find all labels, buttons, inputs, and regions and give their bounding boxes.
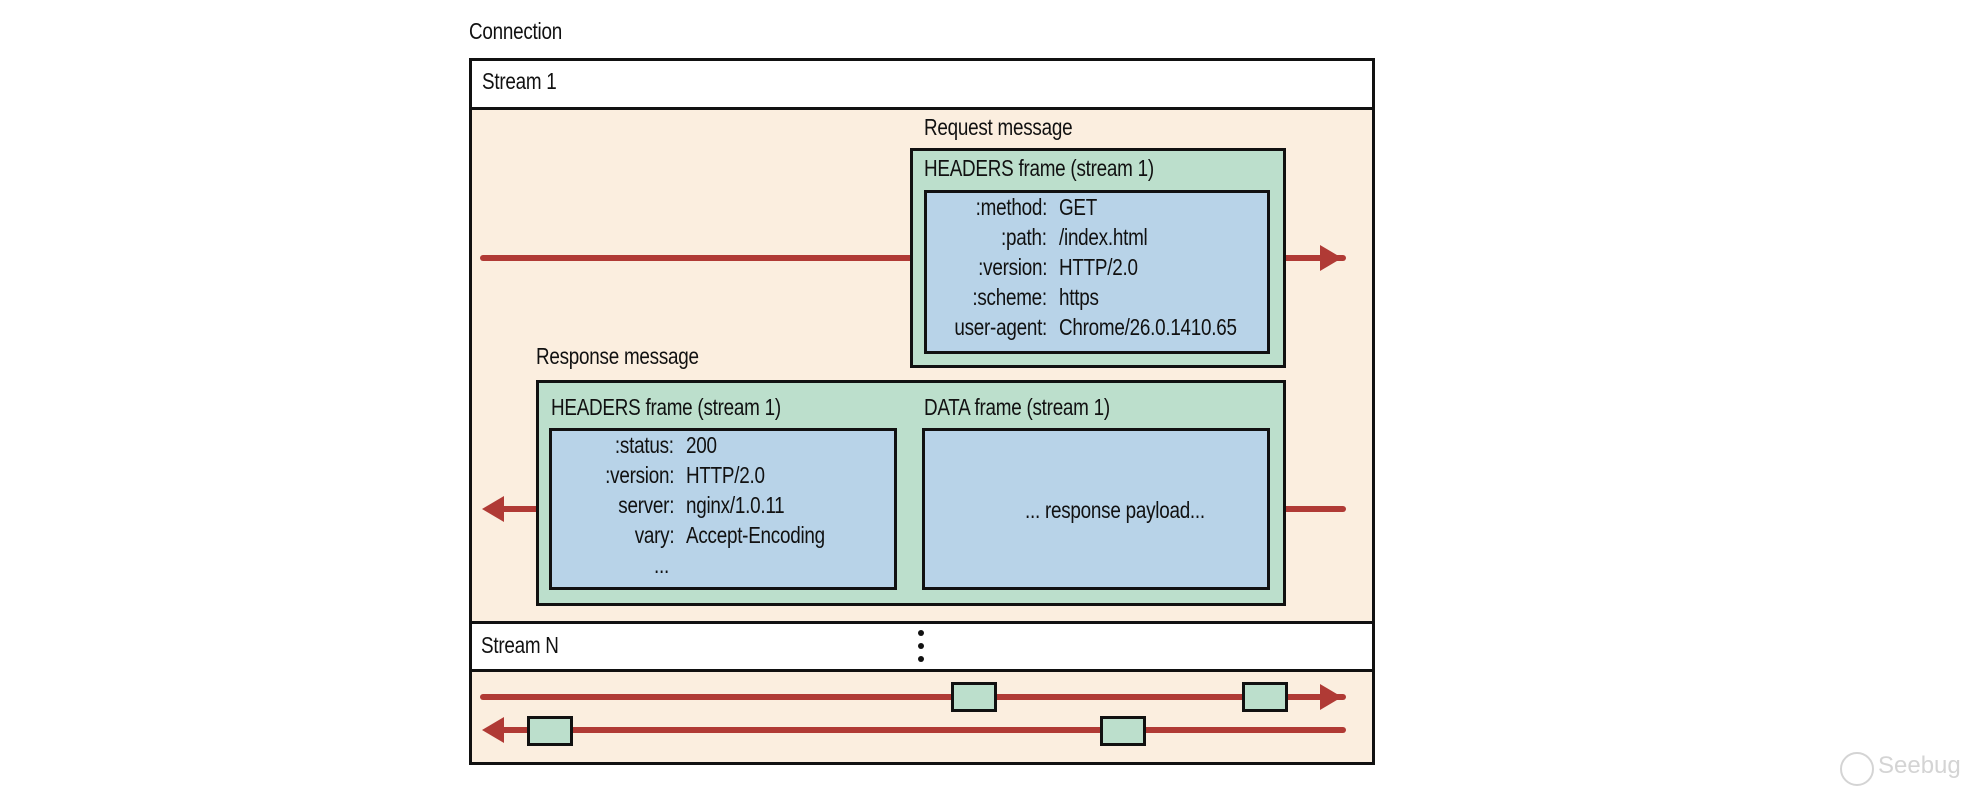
stream-1-header bbox=[472, 61, 1372, 110]
stream-n-label: Stream N bbox=[481, 632, 559, 658]
response-header-field-key: :version: bbox=[604, 462, 674, 488]
response-message-label: Response message bbox=[536, 343, 699, 369]
request-header-field-key: user-agent: bbox=[954, 314, 1047, 340]
response-payload-block bbox=[922, 428, 1270, 590]
request-header-field-value: Chrome/26.0.1410.65 bbox=[1059, 314, 1237, 340]
response-header-field-value: HTTP/2.0 bbox=[686, 462, 765, 488]
request-header-field-key: :scheme: bbox=[972, 284, 1047, 310]
seebug-logo-icon bbox=[1840, 752, 1874, 786]
response-header-field-key: :status: bbox=[615, 432, 674, 458]
ellipsis-dot bbox=[918, 630, 924, 636]
response-header-field-key: server: bbox=[618, 492, 674, 518]
request-headers-block bbox=[924, 190, 1270, 354]
response-header-field-value: 200 bbox=[686, 432, 717, 458]
connection-title: Connection bbox=[469, 18, 562, 44]
data-frame-title: DATA frame (stream 1) bbox=[924, 394, 1110, 420]
stream-1-label: Stream 1 bbox=[482, 68, 557, 94]
request-header-field-key: :version: bbox=[977, 254, 1047, 280]
request-header-field-value: HTTP/2.0 bbox=[1059, 254, 1138, 280]
ellipsis-dot bbox=[918, 643, 924, 649]
frame-marker bbox=[1100, 716, 1146, 746]
arrow-right-icon bbox=[1320, 684, 1342, 710]
response-header-ellipsis: ... bbox=[654, 552, 669, 578]
request-header-field-value: https bbox=[1059, 284, 1099, 310]
response-headers-frame-title: HEADERS frame (stream 1) bbox=[551, 394, 781, 420]
stream-n-outbound-line bbox=[480, 694, 1346, 700]
response-header-field-value: Accept-Encoding bbox=[686, 522, 825, 548]
request-headers-frame-title: HEADERS frame (stream 1) bbox=[924, 155, 1154, 181]
response-payload-text: ... response payload... bbox=[1025, 497, 1205, 523]
stream-n-inbound-line bbox=[500, 727, 1346, 733]
watermark: Seebug bbox=[1878, 752, 1961, 779]
request-message-label: Request message bbox=[924, 114, 1073, 140]
arrow-left-icon bbox=[482, 717, 504, 743]
arrow-right-icon bbox=[1320, 245, 1342, 271]
request-header-field-key: :method: bbox=[975, 194, 1048, 220]
response-headers-block bbox=[549, 428, 897, 590]
response-header-field-key: vary: bbox=[634, 522, 674, 548]
arrow-left-icon bbox=[482, 496, 504, 522]
frame-marker bbox=[1242, 682, 1288, 712]
response-header-field-value: nginx/1.0.11 bbox=[686, 492, 785, 518]
frame-marker bbox=[527, 716, 573, 746]
frame-marker bbox=[951, 682, 997, 712]
ellipsis-dot bbox=[918, 656, 924, 662]
request-header-field-value: GET bbox=[1059, 194, 1098, 220]
request-header-field-value: /index.html bbox=[1059, 224, 1148, 250]
request-header-field-key: :path: bbox=[1001, 224, 1047, 250]
